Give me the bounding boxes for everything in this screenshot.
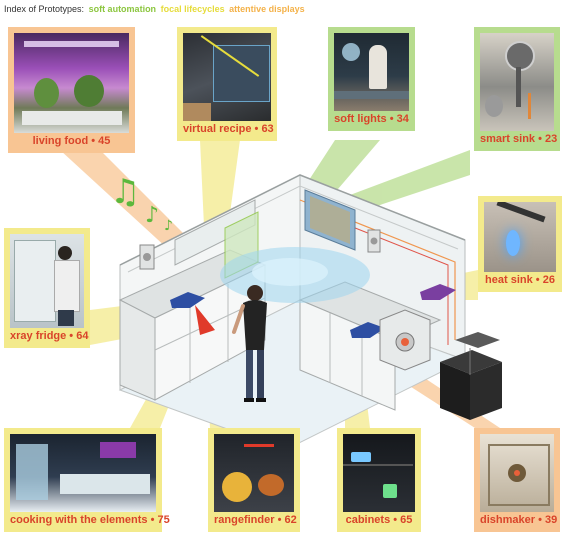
- equipment-box-left: [440, 362, 470, 420]
- smart-sink-label: smart sink • 23: [480, 133, 558, 145]
- cabinet-hex-blue: [350, 322, 385, 338]
- cooking-elements-photo: [10, 434, 156, 512]
- speaker-right-cone: [370, 237, 378, 245]
- soft-lights-photo: [334, 33, 409, 111]
- card-cooking-with-the-elements[interactable]: cooking with the elements • 75: [4, 428, 170, 532]
- card-virtual-recipe[interactable]: virtual recipe • 63: [177, 27, 277, 141]
- heat-sink-photo: [484, 202, 556, 272]
- cabinets-photo: [343, 434, 415, 512]
- card-heat-sink[interactable]: heat sink • 26: [478, 196, 562, 292]
- living-food-label: living food • 45: [32, 135, 111, 147]
- equipment-box-right: [470, 362, 502, 420]
- cooking-with-the-elements-label: cooking with the elements • 75: [10, 514, 170, 526]
- dishmaker-light: [401, 338, 409, 346]
- soft-light-core: [252, 258, 328, 286]
- legend-focal-lifecycles: focal lifecycles: [160, 4, 225, 14]
- card-smart-sink[interactable]: smart sink • 23: [474, 27, 560, 151]
- card-rangefinder[interactable]: rangefinder • 62: [208, 428, 300, 532]
- card-dishmaker[interactable]: dishmaker • 39: [474, 428, 560, 532]
- card-living-food[interactable]: living food • 45: [8, 27, 135, 153]
- hob-hex-blue: [170, 292, 205, 308]
- prototype-index-legend: Index of Prototypes: soft automation foc…: [4, 4, 305, 14]
- heat-sink-label: heat sink • 26: [485, 274, 555, 286]
- heat-sink-hex: [420, 284, 456, 300]
- card-soft-lights[interactable]: soft lights • 34: [328, 27, 415, 131]
- wall-rail: [119, 174, 466, 266]
- card-cabinets[interactable]: cabinets • 65: [337, 428, 421, 532]
- rangefinder-label: rangefinder • 62: [214, 514, 297, 526]
- projected-recipe-photo: [183, 33, 271, 121]
- legend-lead: Index of Prototypes:: [4, 4, 85, 14]
- photo-wall-tiles: [310, 196, 350, 244]
- person-figure: [232, 285, 267, 402]
- equipment-box-top: [440, 350, 502, 374]
- dishmaker-label: dishmaker • 39: [480, 514, 558, 526]
- rangefinder-beam: [195, 305, 215, 335]
- kitchen-structure: [118, 174, 502, 451]
- hydroponic-plants-photo: [14, 33, 129, 133]
- svg-text:♫: ♫: [110, 172, 140, 212]
- soft-lights-label: soft lights • 34: [334, 113, 409, 125]
- svg-text:♪: ♪: [164, 218, 173, 234]
- xray-fridge-photo: [10, 234, 84, 328]
- legend-soft-automation: soft automation: [88, 4, 157, 14]
- virtual-recipe-label: virtual recipe • 63: [183, 123, 274, 135]
- robotic-faucet-photo: [480, 33, 554, 131]
- music-notes-icon: ♫ ♪ ♪: [110, 172, 173, 234]
- equipment-plate: [455, 332, 500, 348]
- dishmaker-photo: [480, 434, 554, 512]
- card-xray-fridge[interactable]: xray fridge • 64: [4, 228, 90, 348]
- svg-text:♪: ♪: [145, 203, 159, 228]
- beam-living-food: [60, 150, 205, 260]
- legend-attentive-displays: attentive displays: [229, 4, 305, 14]
- speaker-left-cone: [143, 253, 151, 261]
- xray-fridge-label: xray fridge • 64: [10, 330, 89, 342]
- left-counter-side: [119, 299, 156, 401]
- cabinets-label: cabinets • 65: [345, 514, 413, 526]
- rangefinder-photo: [214, 434, 294, 512]
